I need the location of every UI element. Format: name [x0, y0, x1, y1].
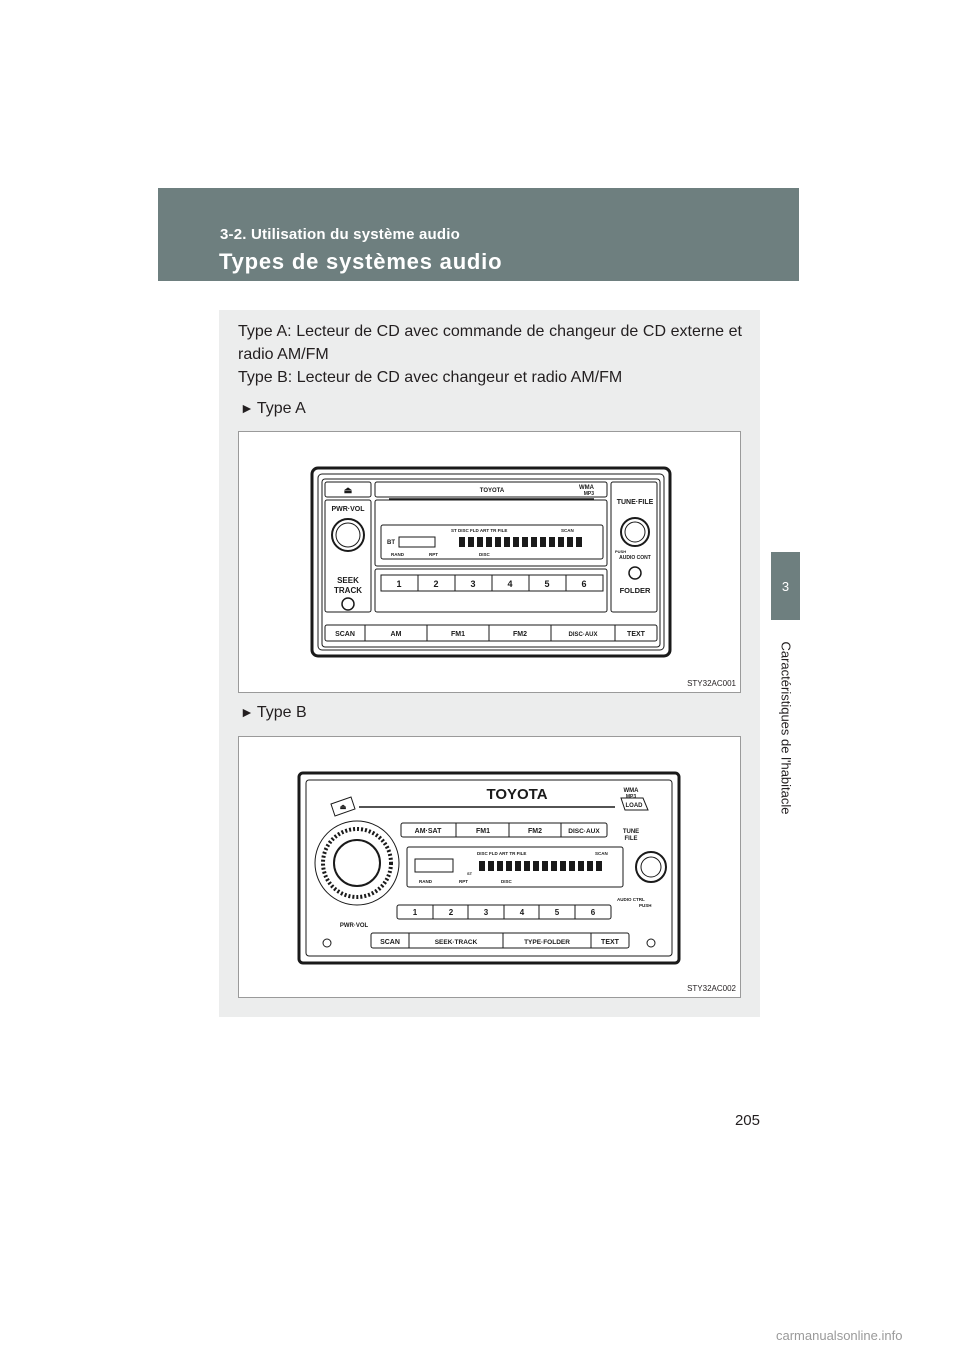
- intro-type-a: Type A: Lecteur de CD avec commande de c…: [238, 323, 742, 363]
- display-scan-b: SCAN: [595, 851, 608, 856]
- watermark: carmanualsonline.info: [776, 1328, 903, 1343]
- display-scan-a: SCAN: [561, 528, 574, 533]
- figure-type-a: ⏏ PWR·VOL SEEK TRACK TOYOTA WMA MP3 ST D…: [238, 431, 741, 693]
- preset-a-1: 1: [396, 579, 401, 589]
- btn-b-type-folder: TYPE·FOLDER: [524, 939, 570, 946]
- mp3-badge-a: MP3: [584, 491, 595, 497]
- band-buttons-b: AM·SAT FM1 FM2 DISC·AUX: [400, 822, 608, 838]
- display-rpt-a: RPT: [429, 552, 438, 557]
- type-b-heading-text: Type B: [256, 704, 307, 721]
- intro-text: Type A: Lecteur de CD avec commande de c…: [238, 320, 742, 389]
- preset-a-4: 4: [507, 579, 512, 589]
- display-indicators-a: ST DISC FLD ART TR FILE: [451, 528, 507, 533]
- btn-a-fm2: FM2: [513, 631, 527, 638]
- page-title: Types de systèmes audio: [219, 249, 503, 274]
- chapter-label-text: Caractéristiques de l'habitacle: [778, 641, 793, 815]
- type-a-heading: ►Type A: [240, 400, 306, 418]
- preset-b-1: 1: [413, 908, 418, 917]
- preset-b-3: 3: [484, 908, 489, 917]
- display-rpt-b: RPT: [459, 879, 468, 884]
- preset-b-5: 5: [555, 908, 560, 917]
- preset-a-5: 5: [544, 579, 549, 589]
- mp3-badge-b: MP3: [626, 794, 637, 800]
- wma-badge-a: WMA: [579, 485, 595, 491]
- page-number: 205: [734, 1112, 760, 1129]
- figure-code-a: STY32AC001: [687, 679, 736, 688]
- eject-icon: ⏏: [344, 485, 353, 495]
- preset-b-2: 2: [449, 908, 454, 917]
- pwr-vol-label-b: PWR·VOL: [340, 923, 369, 929]
- brand-label-b: TOYOTA: [486, 786, 547, 803]
- eject-icon: ⏏: [340, 804, 347, 811]
- chapter-number: 3: [781, 579, 790, 594]
- display-disc-a: DISC: [479, 552, 491, 557]
- tune-label: TUNE: [623, 829, 639, 835]
- triangle-arrow-icon: ►: [240, 704, 254, 720]
- section-label: 3-2. Utilisation du système audio: [220, 226, 460, 243]
- btn-b-disc-aux: DISC·AUX: [568, 828, 600, 835]
- figure-type-b: TOYOTA WMA MP3 ⏏ LOAD AM·SAT FM1 FM2 DIS…: [238, 736, 741, 998]
- bottom-buttons-b: SCAN SEEK·TRACK TYPE·FOLDER TEXT: [370, 932, 630, 949]
- audio-cont-label: AUDIO CONT: [619, 555, 651, 561]
- display-disc-b: DISC: [501, 879, 513, 884]
- btn-b-seek-track: SEEK·TRACK: [435, 939, 478, 946]
- display-indicators-b: DISC FLD ART TR FILE: [477, 851, 526, 856]
- audio-unit-type-a-illustration: ⏏ PWR·VOL SEEK TRACK TOYOTA WMA MP3 ST D…: [310, 466, 672, 658]
- folder-label: FOLDER: [620, 586, 651, 595]
- preset-b-4: 4: [520, 908, 525, 917]
- triangle-arrow-icon: ►: [240, 400, 254, 416]
- wma-badge-b: WMA: [624, 788, 640, 794]
- preset-a-2: 2: [433, 579, 438, 589]
- chapter-label: Caractéristiques de l'habitacle: [771, 632, 800, 824]
- display-bt-a: BT: [387, 540, 395, 546]
- btn-a-disc-aux: DISC·AUX: [568, 632, 597, 638]
- bottom-buttons-a: SCAN AM FM1 FM2 DISC·AUX TEXT: [324, 624, 658, 642]
- audio-ctrl-label: AUDIO CTRL: [617, 897, 645, 902]
- load-label: LOAD: [626, 803, 644, 809]
- btn-b-text: TEXT: [601, 939, 620, 946]
- display-rand-a: RAND: [391, 552, 405, 557]
- preset-buttons-b: 1 2 3 4 5 6: [396, 904, 612, 920]
- btn-a-am: AM: [391, 631, 402, 638]
- seek-label: SEEK: [337, 576, 359, 585]
- btn-b-fm2: FM2: [528, 828, 542, 835]
- preset-a-3: 3: [470, 579, 475, 589]
- btn-a-fm1: FM1: [451, 631, 465, 638]
- preset-b-6: 6: [591, 908, 596, 917]
- pwr-vol-label: PWR·VOL: [331, 506, 365, 513]
- type-a-heading-text: Type A: [256, 400, 306, 417]
- tune-file-label: TUNE·FILE: [617, 499, 654, 506]
- header-band: [158, 188, 799, 281]
- file-label: FILE: [625, 836, 638, 842]
- btn-b-scan: SCAN: [380, 939, 400, 946]
- track-label: TRACK: [334, 586, 362, 595]
- preset-a-6: 6: [581, 579, 586, 589]
- display-rand-b: RAND: [419, 879, 433, 884]
- type-b-heading: ►Type B: [240, 704, 307, 722]
- btn-b-fm1: FM1: [476, 828, 490, 835]
- btn-a-text: TEXT: [627, 631, 646, 638]
- audio-unit-type-b-illustration: TOYOTA WMA MP3 ⏏ LOAD AM·SAT FM1 FM2 DIS…: [297, 771, 681, 965]
- btn-b-am-sat: AM·SAT: [415, 828, 442, 835]
- figure-code-b: STY32AC002: [687, 984, 736, 993]
- intro-type-b: Type B: Lecteur de CD avec changeur et r…: [238, 369, 623, 386]
- chapter-tab: 3: [771, 552, 800, 620]
- display-st-b: ST: [467, 871, 473, 876]
- brand-label-a: TOYOTA: [480, 488, 505, 494]
- btn-a-scan: SCAN: [335, 631, 355, 638]
- push-label: PUSH: [615, 549, 626, 554]
- audio-ctrl-push-label: PUSH: [639, 903, 652, 908]
- preset-buttons-a: 1 2 3 4 5 6: [380, 574, 604, 592]
